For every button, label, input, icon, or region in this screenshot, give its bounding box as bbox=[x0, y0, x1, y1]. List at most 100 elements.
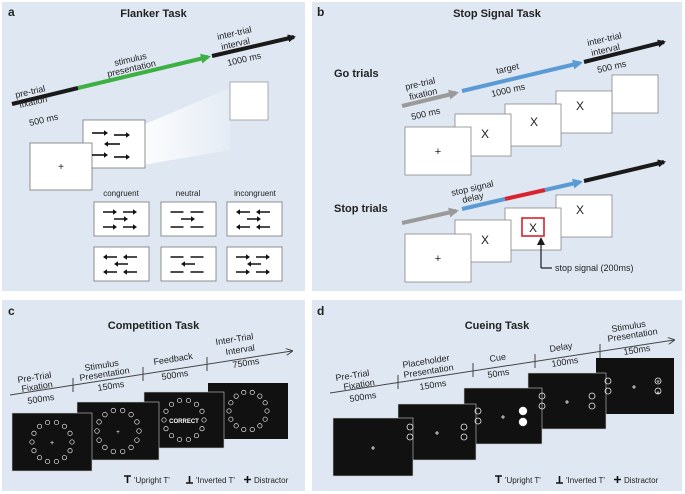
stim-arrow bbox=[92, 152, 108, 158]
go-screen-fixation bbox=[404, 126, 472, 176]
feedback-ring-circle bbox=[193, 433, 200, 439]
fixation-ring-circle bbox=[53, 419, 60, 426]
feedback-ring-circle bbox=[163, 408, 169, 414]
stimulus-ring-circle bbox=[120, 448, 126, 455]
go-arrow-fixation bbox=[401, 89, 459, 108]
feedback-ring-circle bbox=[185, 436, 192, 443]
feedback-ring-circle bbox=[199, 408, 205, 414]
cue-filled-circle bbox=[518, 406, 528, 416]
cue-legend-inverted-t-icon bbox=[556, 476, 563, 484]
comp-legend-upright: 'Upright T' bbox=[134, 476, 170, 485]
stim-circle bbox=[604, 387, 612, 395]
condition-arrow bbox=[256, 224, 270, 230]
stop-screen-target-2 bbox=[504, 207, 562, 251]
feedback-ring-circle bbox=[168, 401, 175, 407]
iti-ring-circle bbox=[233, 393, 239, 399]
stimulus-ring-circle bbox=[128, 411, 134, 418]
comp-screen-fixation bbox=[11, 412, 93, 472]
stim-circle bbox=[654, 377, 662, 385]
flanker-screen-fixation bbox=[29, 142, 93, 191]
stop-fixation-cross: + bbox=[435, 253, 441, 265]
stop-target-x-3: X bbox=[576, 203, 584, 217]
condition-arrow bbox=[123, 254, 137, 260]
go-trials-label: Go trials bbox=[334, 68, 379, 80]
go-arrow-iti bbox=[583, 39, 666, 64]
fixation-ring-circle bbox=[44, 419, 51, 426]
stimulus-ring-circle bbox=[102, 444, 108, 451]
fixation-ring-circle bbox=[61, 455, 68, 461]
panel-b-letter: b bbox=[317, 5, 325, 19]
delay-circle bbox=[538, 392, 546, 400]
condition-arrow bbox=[103, 224, 117, 230]
go-label-500ms-iti: 500 ms bbox=[596, 58, 627, 74]
condition-arrow bbox=[123, 269, 137, 275]
condition-arrow bbox=[103, 209, 117, 215]
comp-step4-line2: Interval bbox=[225, 342, 256, 356]
flanker-screen-iti bbox=[229, 81, 269, 121]
stop-target-x-2: X bbox=[529, 221, 537, 235]
cue-step4-line1: Delay bbox=[549, 340, 574, 354]
comp-step3-line1: Feedback bbox=[153, 351, 194, 367]
comp-legend-upright-t-icon bbox=[124, 475, 131, 483]
comp-fixation-dot: + bbox=[50, 440, 54, 447]
cue-fix3-cross bbox=[501, 415, 505, 419]
feedback-ring-circle bbox=[201, 417, 207, 423]
cue-circle bbox=[474, 417, 482, 425]
placeholder-circle bbox=[460, 423, 468, 431]
panel-d-letter: d bbox=[317, 304, 325, 318]
iti-ring-circle bbox=[249, 389, 255, 396]
feedback-ring-circle bbox=[161, 417, 167, 423]
panel-c-title: Competition Task bbox=[107, 320, 200, 332]
fixation-ring-circle bbox=[31, 430, 37, 436]
go-screen-target-2 bbox=[504, 103, 562, 147]
stop-arrow-signal bbox=[504, 188, 546, 201]
comp-step4-dur: 750ms bbox=[232, 356, 261, 370]
condition-arrow bbox=[236, 254, 250, 260]
go-fixation-cross: + bbox=[435, 146, 441, 158]
cue-fix5-cross bbox=[632, 385, 636, 389]
flanker-stimulus-arrows bbox=[92, 130, 130, 160]
stimulus-ring-circle bbox=[96, 437, 102, 443]
fixation-ring-circle bbox=[67, 430, 73, 436]
stop-target-x-1: X bbox=[481, 233, 489, 247]
go-target-x-1: X bbox=[481, 127, 489, 141]
flanker-transition-shadow bbox=[143, 88, 230, 165]
go-screen-target-3 bbox=[555, 90, 613, 134]
go-label-500ms: 500 ms bbox=[410, 105, 441, 121]
stim-target-t bbox=[656, 380, 660, 383]
stim-arrow bbox=[114, 132, 130, 138]
fixation-ring-circle bbox=[36, 423, 43, 429]
cue-fix2-cross bbox=[435, 431, 439, 435]
condition-arrow bbox=[256, 209, 270, 215]
cue-step1-dur: 500ms bbox=[349, 390, 378, 404]
comp-legend-distractor-icon bbox=[244, 476, 251, 483]
cue-circle bbox=[474, 407, 482, 415]
placeholder-circle bbox=[406, 433, 414, 441]
cue-legend-distractor-icon bbox=[614, 476, 621, 483]
stop-trials-label: Stop trials bbox=[334, 203, 388, 215]
panel-a-title: Flanker Task bbox=[120, 8, 187, 20]
fixation-ring-circle bbox=[61, 423, 68, 429]
feedback-ring-circle bbox=[193, 401, 200, 407]
iti-ring-circle bbox=[264, 408, 270, 414]
stop-signal-box bbox=[521, 217, 545, 237]
iti-ring-circle bbox=[241, 389, 247, 396]
iti-ring-circle bbox=[228, 400, 234, 406]
cue-fix1-cross bbox=[371, 446, 375, 450]
go-target-x-2: X bbox=[530, 115, 538, 129]
condition-arrow bbox=[256, 254, 270, 260]
stimulus-fixation: + bbox=[116, 430, 120, 436]
fixation-ring-circle bbox=[69, 439, 75, 445]
go-target-x-3: X bbox=[576, 99, 584, 113]
condition-arrow bbox=[236, 224, 250, 230]
stimulus-ring-circle bbox=[134, 437, 140, 443]
stimulus-ring-circle bbox=[136, 428, 142, 434]
iti-ring-circle bbox=[226, 408, 232, 414]
cue-step1-line2: Fixation bbox=[343, 377, 376, 392]
placeholder-circle bbox=[406, 423, 414, 431]
condition-arrow bbox=[123, 224, 137, 230]
stim-target-inverted-t bbox=[656, 391, 660, 394]
stim-circle bbox=[604, 377, 612, 385]
flanker-condition-stimuli bbox=[103, 209, 270, 275]
